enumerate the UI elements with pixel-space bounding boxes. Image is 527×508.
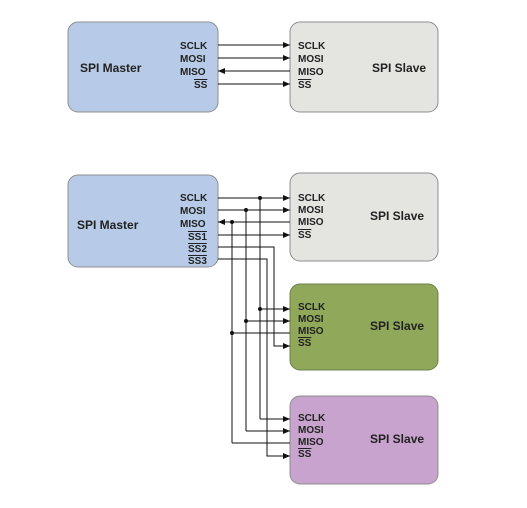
slave2-pin-mosi: MOSI	[298, 314, 324, 325]
slave1-pin-miso: MISO	[298, 217, 324, 228]
ss3-line	[218, 258, 290, 459]
slave1-pin-ss: SS	[298, 230, 312, 241]
slave1-box	[289, 172, 439, 262]
top-master-pin-sclk: SCLK	[180, 41, 208, 52]
slave3-pin-mosi: MOSI	[298, 425, 324, 436]
bottom-master-pin-miso: MISO	[180, 219, 206, 230]
slave3-pin-sclk: SCLK	[298, 413, 326, 424]
bottom-master-title: SPI Master	[77, 218, 139, 232]
slave3-pin-miso: MISO	[298, 437, 324, 448]
bottom-master-pin-ss2: SS2	[188, 244, 207, 255]
miso-bus	[218, 219, 290, 444]
bottom-master-pin-mosi: MOSI	[180, 206, 206, 217]
slave3-title: SPI Slave	[370, 432, 424, 446]
top-slave-pin-ss: SS	[298, 80, 312, 91]
bottom-master-pin-ss1: SS1	[188, 232, 207, 243]
mosi-bus	[218, 207, 290, 434]
slave2-pin-ss: SS	[298, 338, 312, 349]
slave2-pin-miso: MISO	[298, 326, 324, 337]
bottom-master-pin-sclk: SCLK	[180, 193, 208, 204]
top-slave-pin-mosi: MOSI	[298, 54, 324, 65]
top-master-pin-mosi: MOSI	[180, 54, 206, 65]
slave1-title: SPI Slave	[370, 209, 424, 223]
slave1-pin-sclk: SCLK	[298, 193, 326, 204]
slave2-box	[289, 283, 439, 371]
top-slave-box	[289, 21, 439, 113]
multi-slave-diagram: SPI Master SCLK MOSI MISO SS1 SS2 SS3 SP…	[67, 172, 439, 485]
ss2-line	[218, 246, 290, 349]
top-master-title: SPI Master	[80, 61, 142, 75]
slave3-pin-ss: SS	[298, 449, 312, 460]
top-slave-pin-miso: MISO	[298, 67, 324, 78]
slave2-pin-sclk: SCLK	[298, 302, 326, 313]
top-master-pin-ss: SS	[194, 80, 208, 91]
slave1-pin-mosi: MOSI	[298, 205, 324, 216]
top-master-box	[67, 21, 219, 113]
slave2-title: SPI Slave	[370, 319, 424, 333]
sclk-bus	[218, 195, 290, 422]
single-slave-diagram: SPI Master SCLK MOSI MISO SS SPI Slave S…	[67, 21, 439, 113]
top-slave-pin-sclk: SCLK	[298, 41, 326, 52]
slave3-box	[289, 395, 439, 485]
bottom-master-pin-ss3: SS3	[188, 256, 207, 267]
top-slave-title: SPI Slave	[372, 61, 426, 75]
top-master-pin-miso: MISO	[180, 67, 206, 78]
